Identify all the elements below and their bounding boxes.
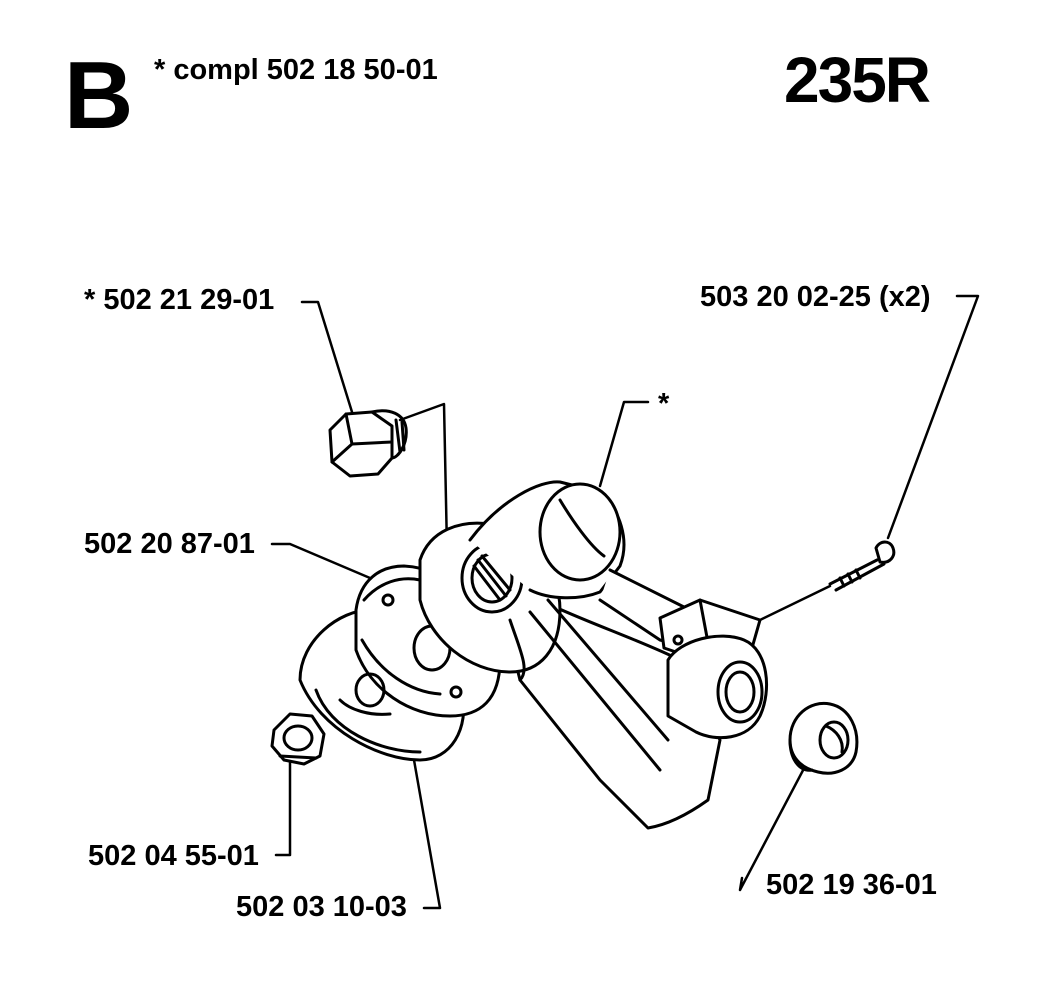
part-label-thrust-washer: 502 03 10-03 — [236, 891, 407, 923]
part-label-bearing-flange: 502 20 87-01 — [84, 528, 255, 560]
model-number: 235R — [784, 44, 931, 116]
part-label-cap: 502 19 36-01 — [766, 869, 937, 901]
nut-drawing — [270, 712, 326, 766]
kit-note: * compl 502 18 50-01 — [154, 54, 438, 86]
part-label-screw: 503 20 02-25 (x2) — [700, 281, 931, 313]
leader-nut — [274, 758, 292, 857]
section-letter: B — [64, 42, 133, 149]
screw-drawing — [828, 540, 896, 592]
gear-housing-drawing — [418, 480, 768, 830]
leader-bolt-plug — [300, 300, 354, 414]
leader-bearing-flange — [270, 542, 372, 580]
cap-drawing — [788, 701, 859, 775]
leader-cap — [738, 736, 822, 892]
bolt-plug-drawing — [328, 409, 408, 478]
leader-clamp-screw — [758, 584, 832, 622]
leader-housing — [598, 400, 650, 488]
part-label-housing-asterisk: * — [658, 388, 670, 420]
leader-thrust-washer — [412, 758, 442, 910]
part-label-bolt-plug: * 502 21 29-01 — [84, 284, 275, 316]
part-label-nut: 502 04 55-01 — [88, 840, 259, 872]
leader-screw — [886, 294, 980, 540]
